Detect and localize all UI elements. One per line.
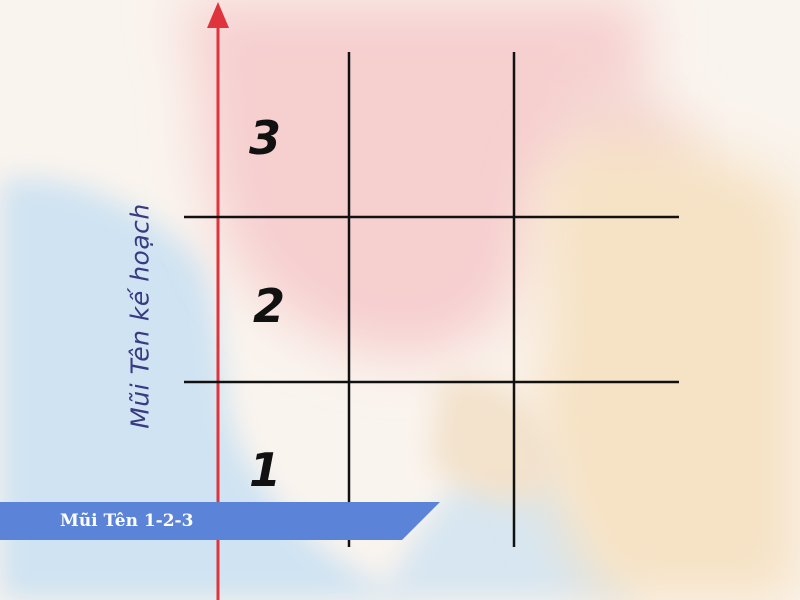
banner-title: Mũi Tên 1-2-3 bbox=[60, 511, 194, 531]
row-number-2: 2 bbox=[252, 279, 285, 333]
row-number-3: 3 bbox=[248, 111, 281, 165]
axis-label: Mũi Tên kế hoạch bbox=[125, 203, 155, 429]
row-number-1: 1 bbox=[248, 443, 281, 497]
arrow-head-icon bbox=[207, 2, 229, 28]
title-banner: Mũi Tên 1-2-3 bbox=[0, 502, 440, 540]
